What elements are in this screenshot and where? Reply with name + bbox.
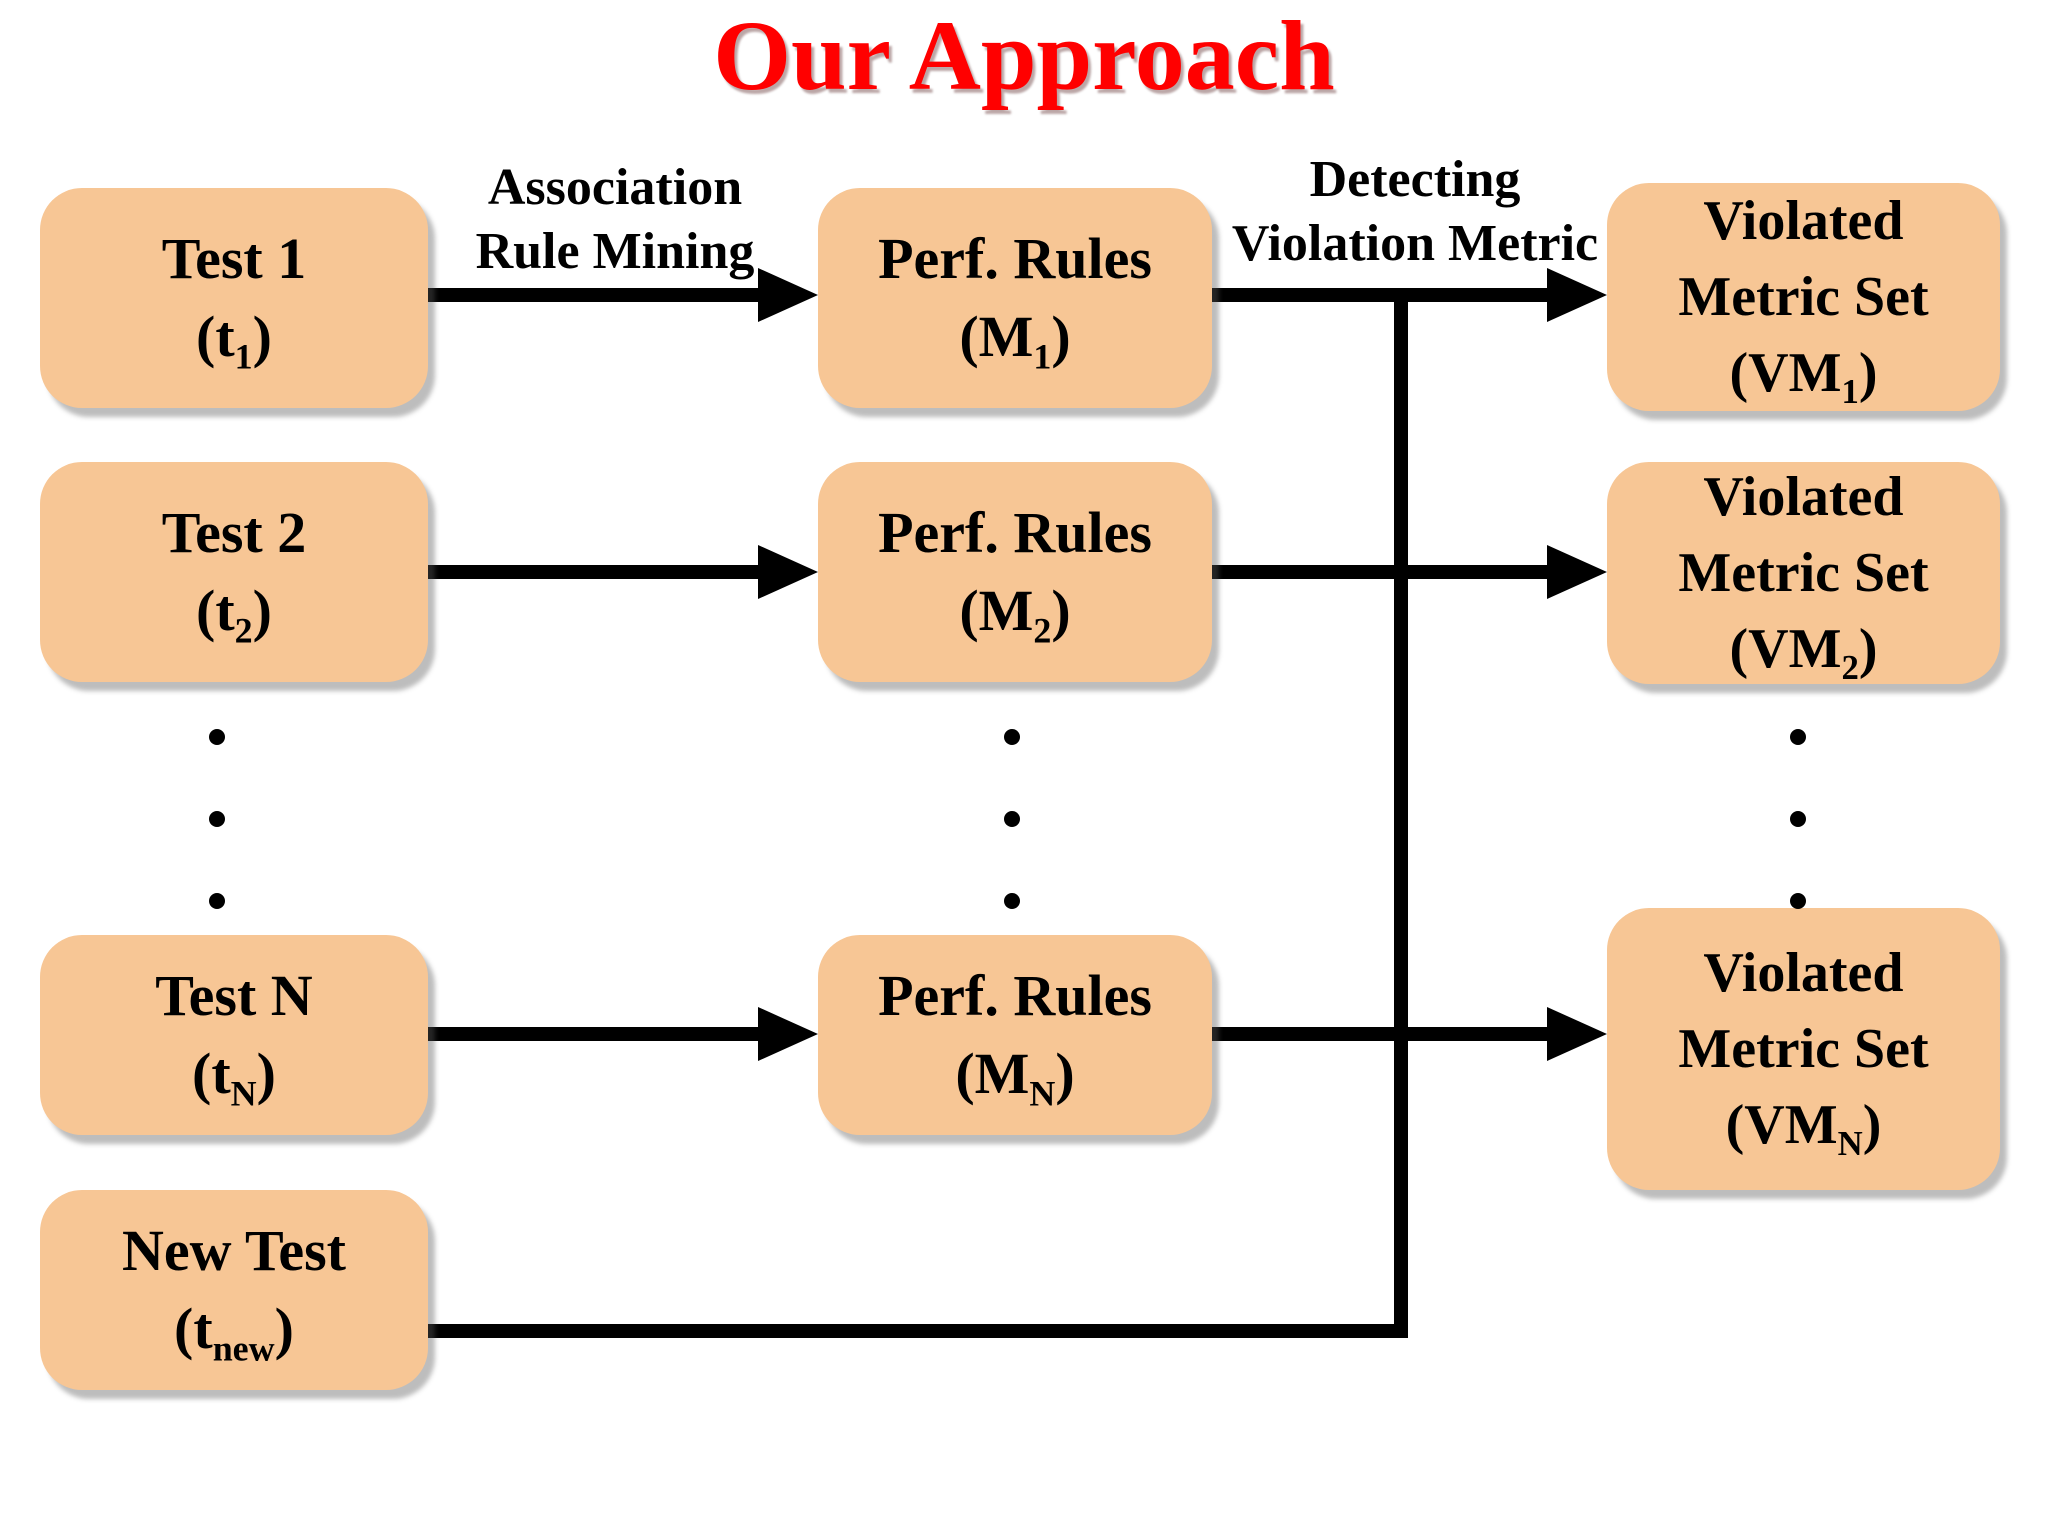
symbol-pre: (t [196,304,235,369]
ellipsis-dot [1004,729,1020,745]
label-association-line1: Association [487,159,743,216]
box-new-test-symbol: (tnew) [174,1290,294,1368]
ellipsis-dot [1790,729,1806,745]
symbol-post: ) [1858,618,1878,680]
box-violated-metric-set-n: Violated Metric Set (VMN) [1607,908,2000,1190]
symbol-sub: 2 [1033,610,1052,651]
line-newtest-to-trunk [428,1324,1408,1338]
box-test-2-symbol: (t2) [196,572,272,650]
box-vm-1-symbol: (VM1) [1730,335,1878,411]
arrow-test1-to-m1-shaft [428,288,764,302]
box-test-2-title: Test 2 [161,500,307,565]
box-test-2: Test 2 (t2) [40,462,428,682]
symbol-sub: N [1029,1073,1056,1114]
symbol-pre: (t [174,1296,213,1361]
symbol-pre: (M [955,1041,1030,1106]
symbol-post: ) [1055,1041,1075,1106]
symbol-sub: 2 [1841,648,1859,688]
box-vm-2-symbol: (VM2) [1730,611,1878,687]
symbol-post: ) [274,1296,294,1361]
symbol-post: ) [1862,1094,1882,1156]
box-vm-1-line1: Violated [1703,190,1904,252]
box-perf-rules-2-title: Perf. Rules [878,500,1152,565]
ellipsis-dot [1004,893,1020,909]
box-vm-2-line1: Violated [1703,466,1904,528]
label-association-line2: Rule Mining [475,223,755,280]
symbol-post: ) [1051,578,1071,643]
box-perf-rules-2: Perf. Rules (M2) [818,462,1212,682]
ellipsis-dot [1790,811,1806,827]
box-test-n-symbol: (tN) [192,1035,276,1113]
symbol-sub: 1 [1033,336,1052,377]
arrow-m2-to-vm2-head [1547,545,1607,599]
trunk-line-detecting [1394,288,1408,1338]
arrow-test2-to-m2-shaft [428,565,764,579]
label-detecting-line1: Detecting [1309,151,1521,208]
box-test-n: Test N (tN) [40,935,428,1135]
symbol-pre: (VM [1729,618,1842,680]
symbol-post: ) [252,304,272,369]
arrow-mn-to-vmn-shaft [1212,1027,1552,1041]
box-perf-rules-1: Perf. Rules (M1) [818,188,1212,408]
box-vm-1-line2: Metric Set [1678,266,1929,328]
symbol-pre: (t [196,578,235,643]
arrow-test1-to-m1-head [758,268,818,322]
box-vm-2-line2: Metric Set [1678,542,1929,604]
box-perf-rules-n: Perf. Rules (MN) [818,935,1212,1135]
box-perf-rules-2-symbol: (M2) [959,572,1070,650]
ellipsis-dot [209,893,225,909]
arrow-testn-to-mn-head [758,1007,818,1061]
symbol-post: ) [256,1041,276,1106]
box-test-1: Test 1 (t1) [40,188,428,408]
arrow-m1-to-vm1-head [1547,268,1607,322]
symbol-pre: (t [192,1041,231,1106]
box-new-test: New Test (tnew) [40,1190,428,1390]
ellipsis-dot [209,811,225,827]
ellipsis-dot [1790,893,1806,909]
label-detecting-violation-metric: Detecting Violation Metric [1200,148,1630,276]
box-test-n-title: Test N [155,963,313,1028]
box-vm-n-line1: Violated [1703,942,1904,1004]
box-perf-rules-1-title: Perf. Rules [878,226,1152,291]
box-vm-n-line2: Metric Set [1678,1018,1929,1080]
arrow-m1-to-vm1-shaft [1212,288,1552,302]
box-vm-n-symbol: (VMN) [1726,1087,1882,1163]
symbol-pre: (M [959,304,1034,369]
arrow-m2-to-vm2-shaft [1212,565,1552,579]
symbol-post: ) [1858,342,1878,404]
symbol-post: ) [1051,304,1071,369]
symbol-pre: (M [959,578,1034,643]
ellipsis-tests [209,729,225,909]
symbol-sub: N [230,1073,257,1114]
box-test-1-symbol: (t1) [196,298,272,376]
ellipsis-dot [1004,811,1020,827]
symbol-pre: (VM [1729,342,1842,404]
symbol-sub: 1 [234,336,253,377]
symbol-sub: new [212,1328,275,1369]
symbol-sub: 2 [234,610,253,651]
arrow-testn-to-mn-shaft [428,1027,764,1041]
box-perf-rules-1-symbol: (M1) [959,298,1070,376]
box-new-test-title: New Test [122,1218,346,1283]
arrow-mn-to-vmn-head [1547,1007,1607,1061]
box-violated-metric-set-1: Violated Metric Set (VM1) [1607,183,2000,411]
box-perf-rules-n-title: Perf. Rules [878,963,1152,1028]
symbol-sub: N [1837,1124,1863,1164]
ellipsis-violated [1790,729,1806,909]
ellipsis-dot [209,729,225,745]
symbol-post: ) [252,578,272,643]
symbol-pre: (VM [1725,1094,1838,1156]
box-violated-metric-set-2: Violated Metric Set (VM2) [1607,462,2000,687]
label-detecting-line2: Violation Metric [1231,215,1599,272]
label-association-rule-mining: Association Rule Mining [400,156,830,284]
page-title: Our Approach [713,0,1335,111]
ellipsis-rules [1004,729,1020,909]
box-test-1-title: Test 1 [161,226,307,291]
symbol-sub: 1 [1841,372,1859,412]
arrow-test2-to-m2-head [758,545,818,599]
box-perf-rules-n-symbol: (MN) [955,1035,1074,1113]
